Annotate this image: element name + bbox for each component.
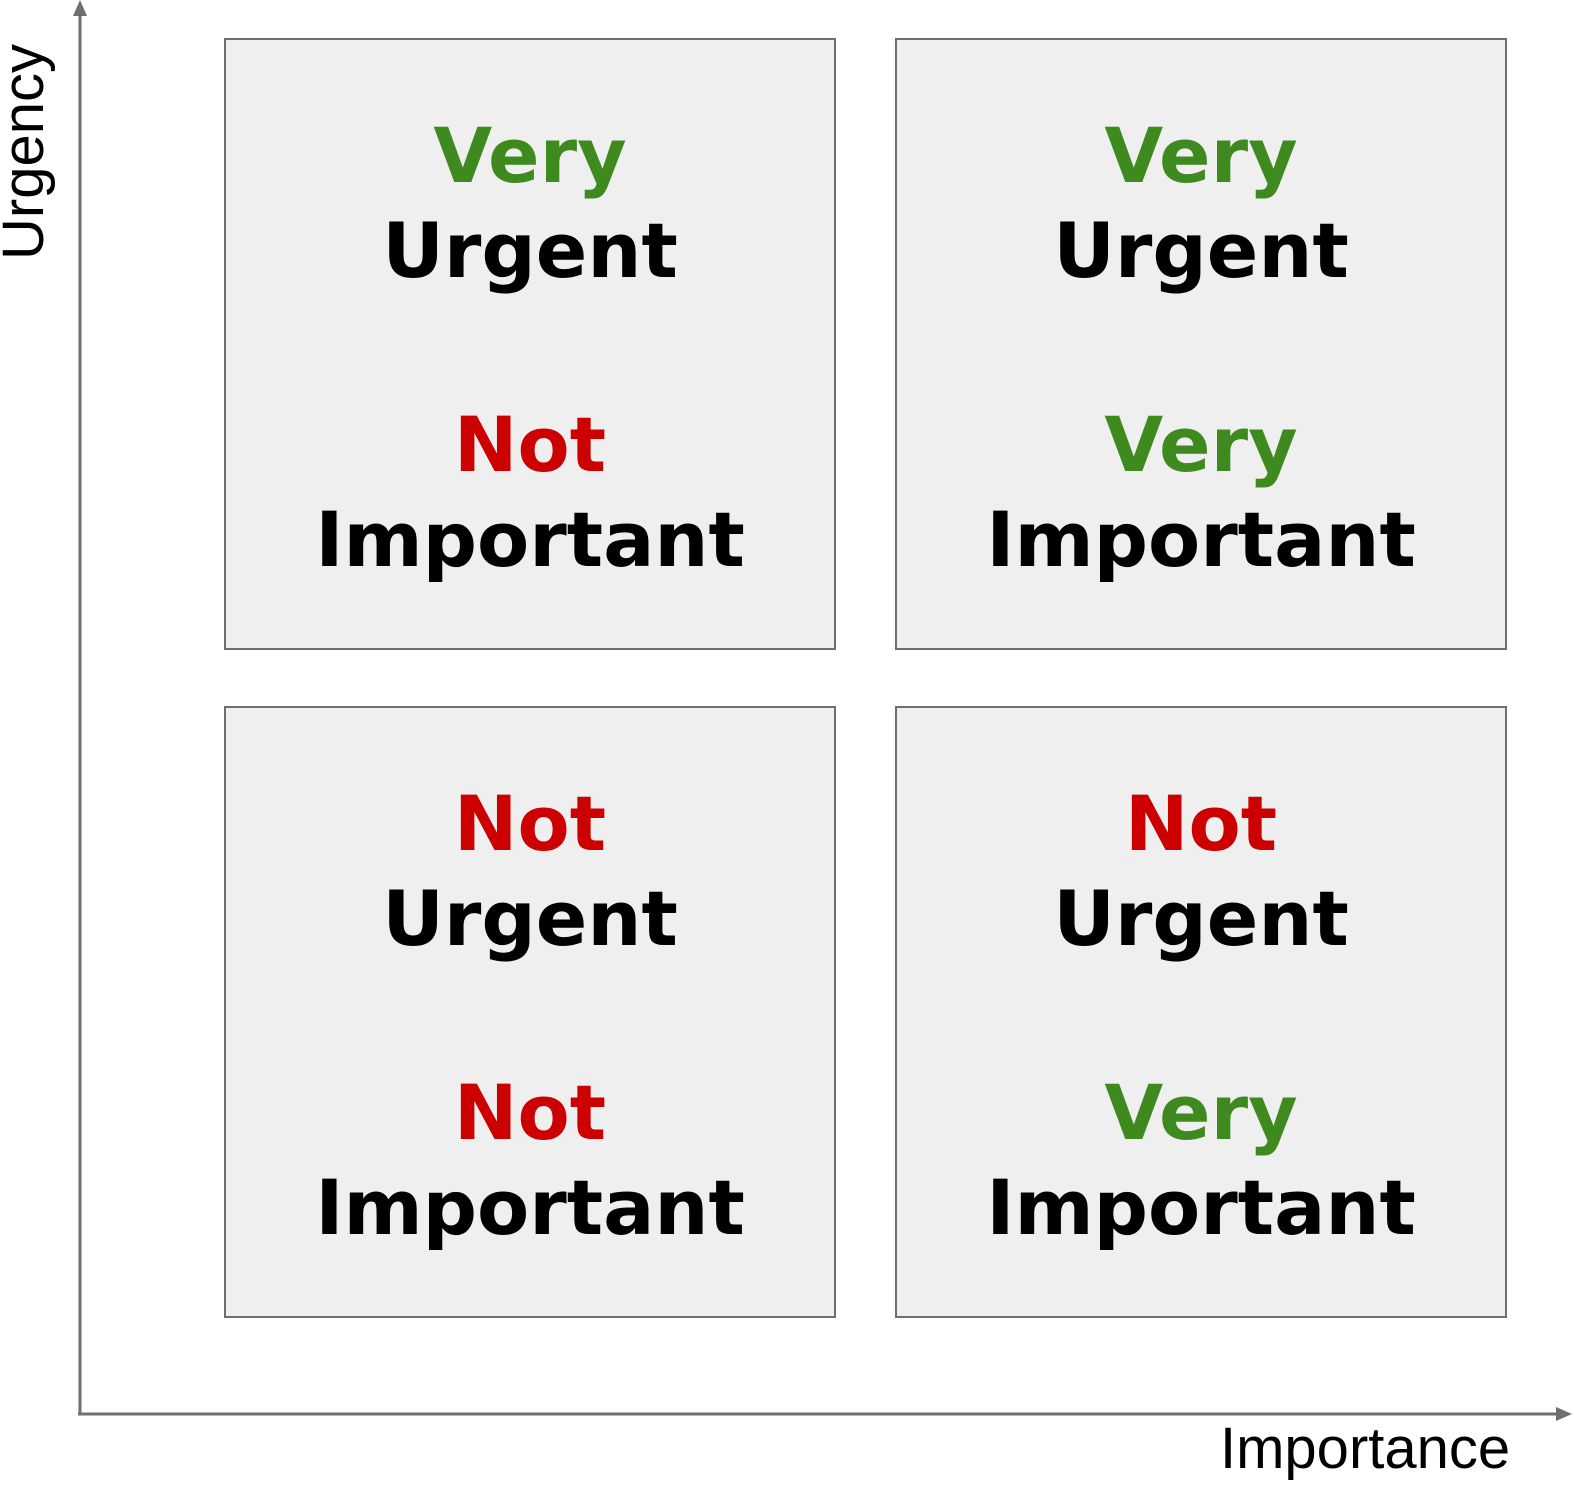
importance-word-label: Important (315, 1163, 745, 1252)
quadrant-bottom-left: Not Urgent Not Important (224, 706, 836, 1318)
importance-word-label: Important (986, 495, 1416, 584)
urgency-level-label: Not (1124, 779, 1278, 868)
x-axis-arrowhead (1556, 1407, 1572, 1421)
importance-level-label: Very (1104, 400, 1298, 489)
quadrant-top-right: Very Urgent Very Important (895, 38, 1507, 650)
urgency-word-label: Urgent (382, 206, 678, 295)
urgency-word-label: Urgent (382, 874, 678, 963)
importance-level-label: Not (453, 400, 607, 489)
urgency-word-label: Urgent (1053, 874, 1349, 963)
urgency-word-label: Urgent (1053, 206, 1349, 295)
importance-word-label: Important (315, 495, 745, 584)
quadrant-bottom-right: Not Urgent Very Important (895, 706, 1507, 1318)
urgency-level-label: Very (433, 111, 627, 200)
importance-word-label: Important (986, 1163, 1416, 1252)
urgency-level-label: Very (1104, 111, 1298, 200)
x-axis-label: Importance (1220, 1416, 1511, 1481)
importance-level-label: Not (453, 1068, 607, 1157)
y-axis-arrowhead (73, 0, 87, 16)
importance-level-label: Very (1104, 1068, 1298, 1157)
y-axis-label: Urgency (0, 44, 56, 260)
urgency-level-label: Not (453, 779, 607, 868)
quadrant-top-left: Very Urgent Not Important (224, 38, 836, 650)
